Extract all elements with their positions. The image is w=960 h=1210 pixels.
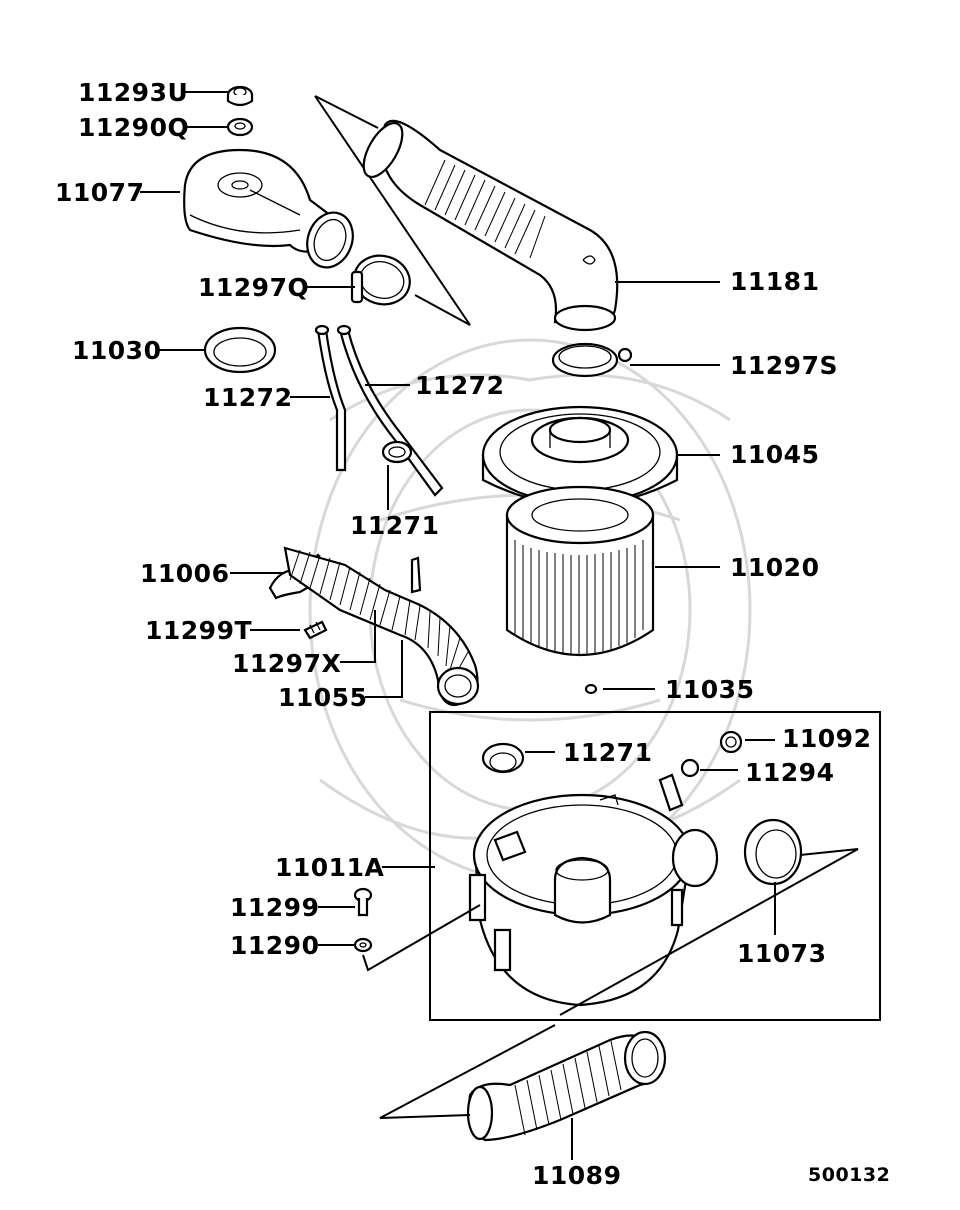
figure-number: 500132: [808, 1164, 890, 1186]
o-ring-11035: [584, 683, 598, 695]
label-11297q: 11297Q: [198, 273, 309, 302]
housing-11011a: [468, 773, 719, 1007]
cap-11092: [719, 730, 743, 754]
breather-hose-11006: [268, 546, 480, 707]
nut-11290: [353, 937, 373, 953]
seal-11073: [743, 818, 803, 886]
label-11077: 11077: [55, 178, 144, 207]
label-11045: 11045: [730, 440, 819, 469]
leader-lines: [140, 91, 776, 1160]
label-11290: 11290: [230, 931, 319, 960]
label-11272-right: 11272: [415, 371, 504, 400]
grommet-11271-box: [481, 742, 525, 774]
label-11299: 11299: [230, 893, 319, 922]
washer-11290q: [226, 117, 254, 137]
label-11011a: 11011A: [275, 853, 384, 882]
label-11297s: 11297S: [730, 351, 838, 380]
label-11271-top: 11271: [350, 511, 439, 540]
leader-triangle-11073: [559, 848, 859, 1016]
bushing-11294: [680, 758, 700, 778]
filter-element-11020: [505, 485, 655, 656]
label-11073: 11073: [737, 939, 826, 968]
label-11271-box: 11271: [563, 738, 652, 767]
label-11181: 11181: [730, 267, 819, 296]
screw-11299t: [303, 620, 328, 640]
label-11035: 11035: [665, 675, 754, 704]
label-11020: 11020: [730, 553, 819, 582]
tube-11272: [314, 324, 444, 497]
clamp-11297s: [551, 342, 633, 378]
nut-11293u: [226, 85, 254, 107]
leader-triangle-11290: [362, 904, 481, 972]
label-11293u: 11293U: [78, 78, 188, 107]
label-11294: 11294: [745, 758, 834, 787]
clamp-11297q: [350, 254, 411, 306]
label-11055: 11055: [278, 683, 367, 712]
leader-triangle-11089: [379, 1024, 556, 1119]
gasket-11030: [203, 326, 277, 374]
part-labels: 11293U 11290Q 11077 11297Q 11030 11272 1…: [55, 78, 890, 1190]
label-11297x: 11297X: [232, 649, 341, 678]
label-11299t: 11299T: [145, 616, 252, 645]
grommet-11271-top: [381, 440, 413, 464]
label-11290q: 11290Q: [78, 113, 189, 142]
bolt-11299: [353, 887, 373, 917]
label-11030: 11030: [72, 336, 161, 365]
cover-11077: [183, 148, 354, 269]
label-11092: 11092: [782, 724, 871, 753]
intake-hose-11089: [466, 1030, 667, 1142]
label-11006: 11006: [140, 559, 229, 588]
label-11272-left: 11272: [203, 383, 292, 412]
leader-triangle-top-2: [314, 95, 379, 129]
label-11089: 11089: [532, 1161, 621, 1190]
air-duct-hose-11181: [362, 119, 619, 332]
